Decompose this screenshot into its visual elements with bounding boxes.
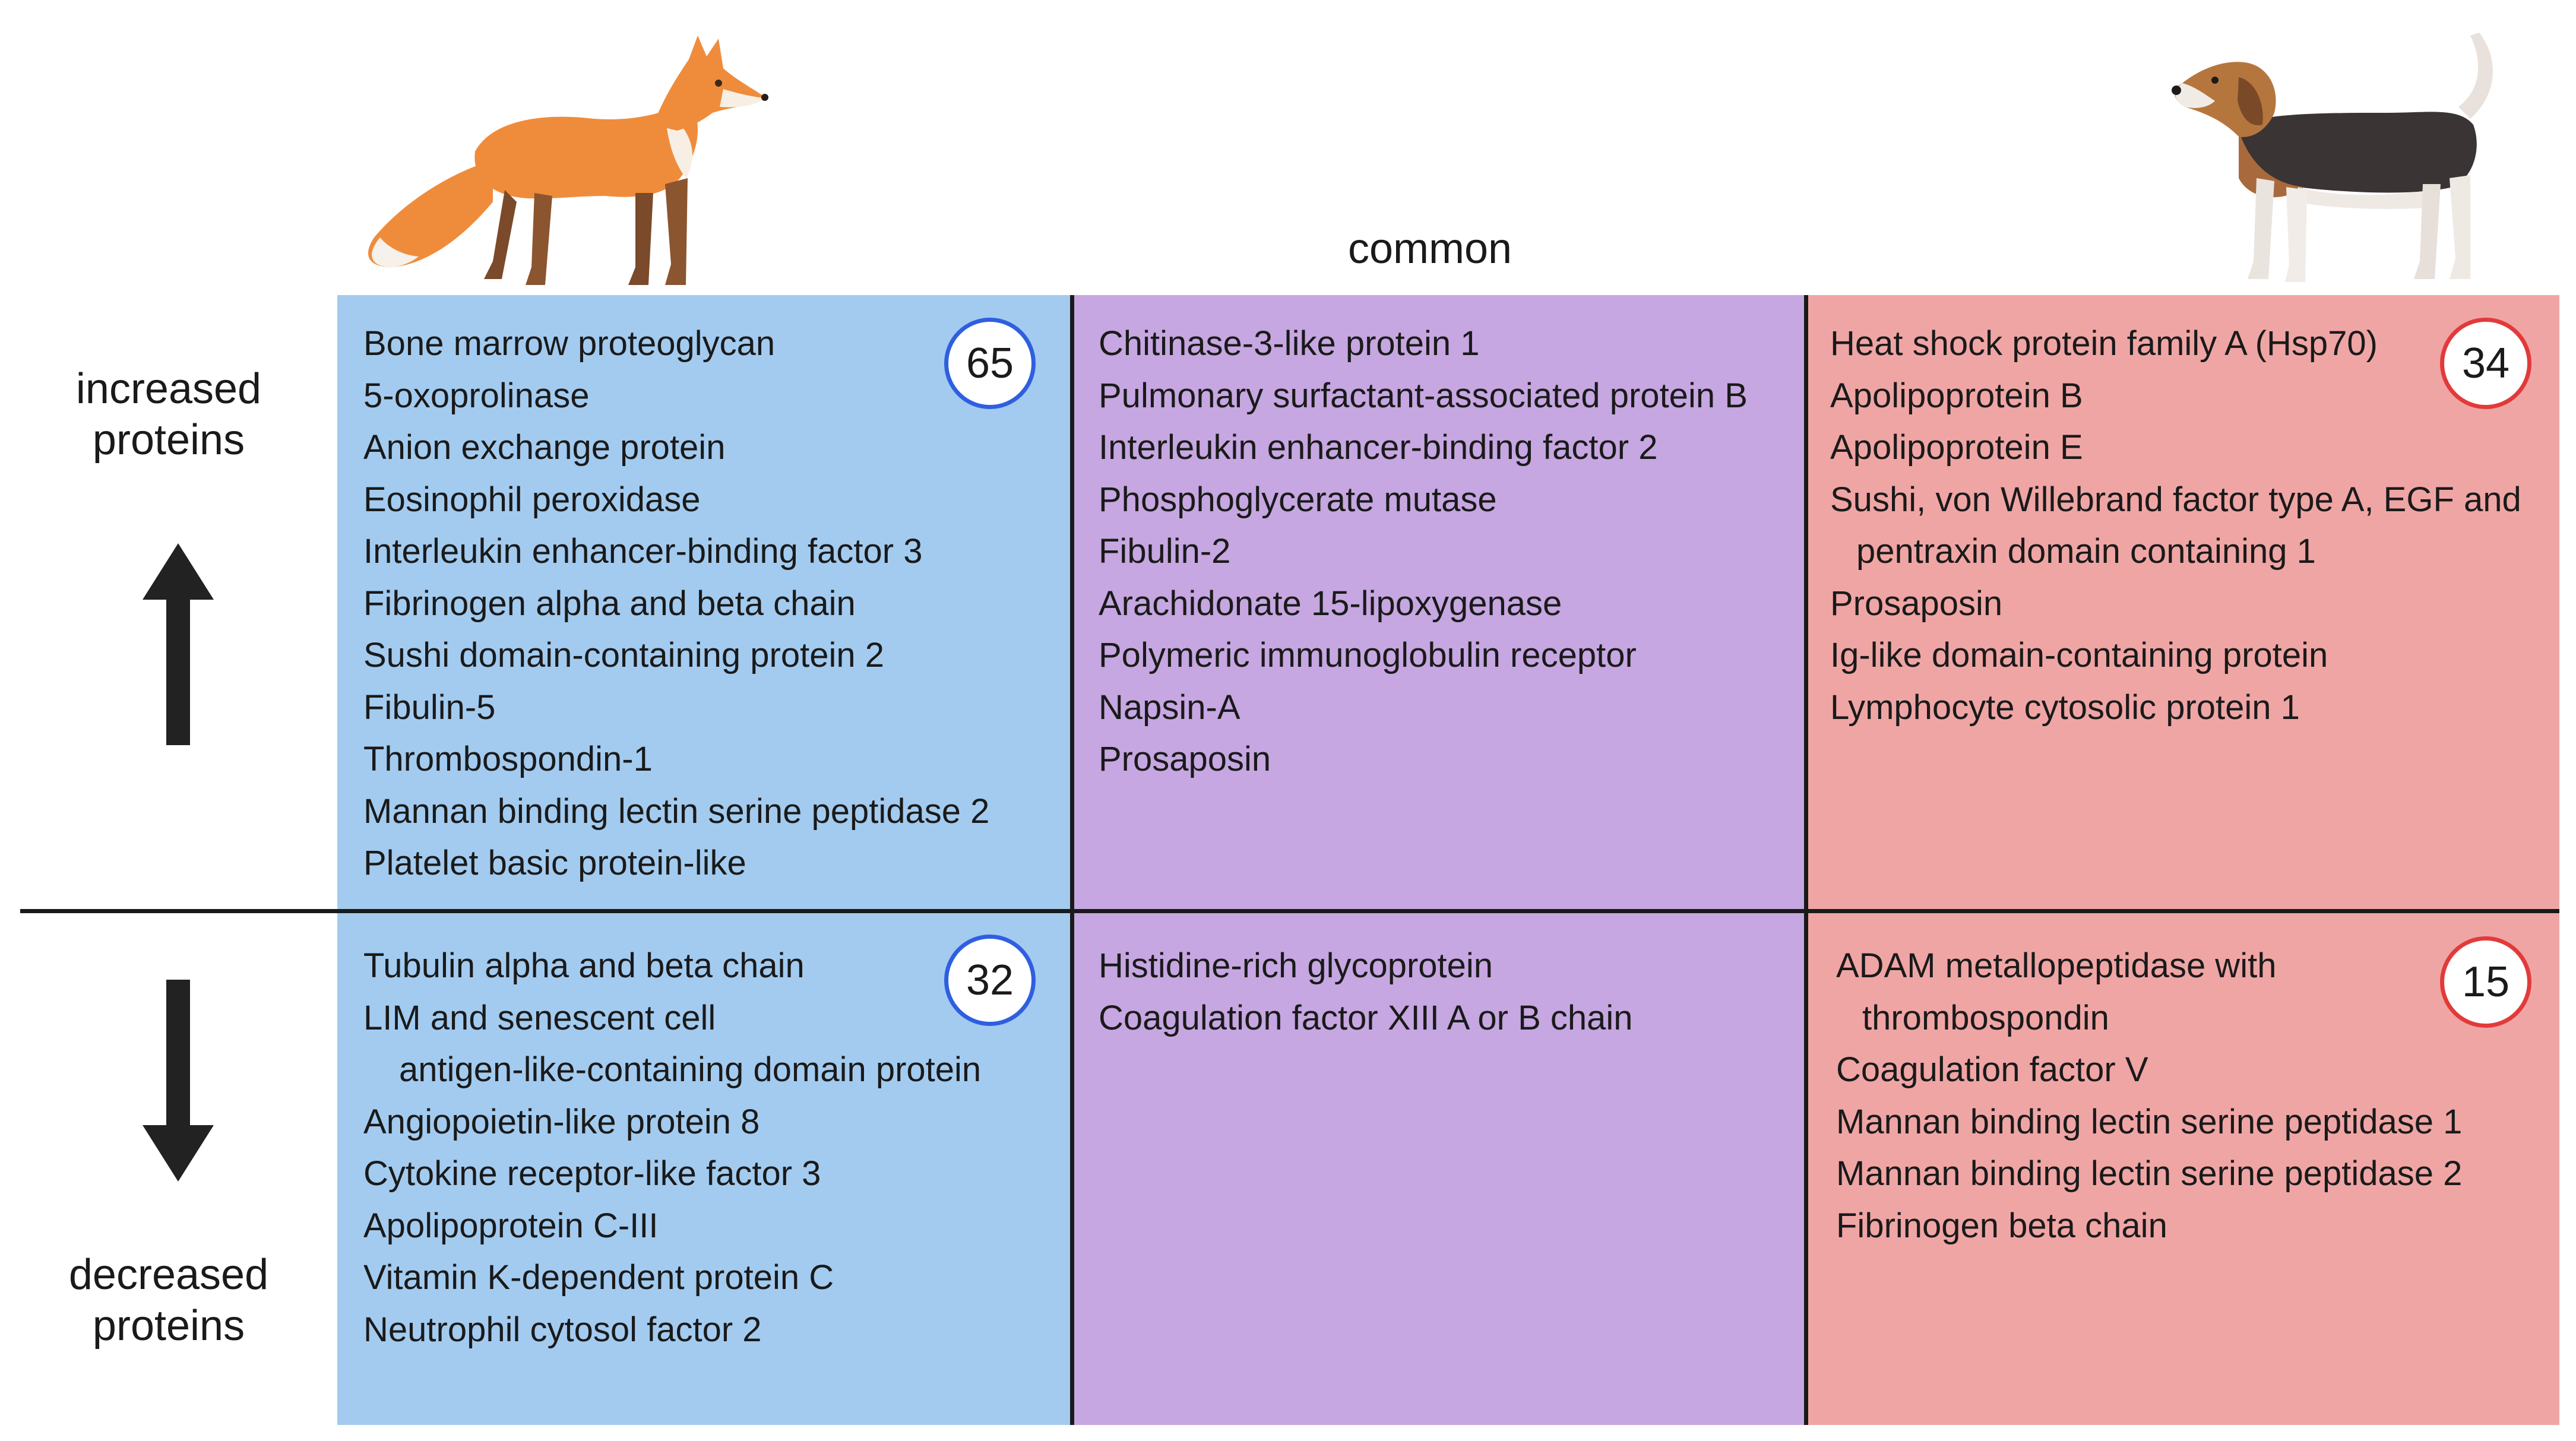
fox-icon — [368, 36, 768, 285]
increased-label-line-1: increased — [75, 365, 262, 413]
dog-decreased-panel — [1806, 914, 2559, 1425]
column-divider-right — [1804, 295, 1808, 1425]
list-item: 5-oxoprolinase — [363, 376, 590, 415]
dog-increased-count-badge: 34 — [2440, 318, 2531, 409]
list-item: Coagulation factor XIII A or B chain — [1099, 998, 1633, 1037]
decreased-label-line-1: decreased — [68, 1251, 269, 1299]
common-increased-panel — [1072, 295, 1806, 914]
list-item-continuation: thrombospondin — [1862, 998, 2109, 1037]
list-item: Lymphocyte cytosolic protein 1 — [1830, 688, 2300, 727]
list-item: Prosaposin — [1830, 584, 2003, 623]
list-item: Cytokine receptor-like factor 3 — [363, 1154, 821, 1193]
list-item: Apolipoprotein C-III — [363, 1206, 659, 1245]
list-item: Fibulin-2 — [1099, 532, 1231, 571]
list-item: Fibrinogen alpha and beta chain — [363, 584, 856, 623]
list-item: Platelet basic protein-like — [363, 844, 746, 882]
increased-proteins-label: increased proteins — [2, 363, 335, 465]
list-item: Heat shock protein family A (Hsp70) — [1830, 324, 2378, 363]
list-item: Eosinophil peroxidase — [363, 480, 701, 519]
list-item: Mannan binding lectin serine peptidase 2 — [363, 791, 990, 831]
list-item: Sushi domain-containing protein 2 — [363, 636, 884, 674]
fox-decreased-list: Tubulin alpha and beta chain LIM and sen… — [363, 940, 981, 1356]
common-increased-list: Chitinase-3-like protein 1 Pulmonary sur… — [1099, 318, 1748, 786]
list-item: Pulmonary surfactant-associated protein … — [1099, 376, 1748, 415]
list-item: Coagulation factor V — [1836, 1050, 2148, 1089]
decreased-proteins-label: decreased proteins — [2, 1249, 335, 1351]
list-item: Interleukin enhancer-binding factor 3 — [363, 532, 923, 571]
common-decreased-panel — [1072, 914, 1806, 1425]
list-item: Mannan binding lectin serine peptidase 2 — [1836, 1154, 2463, 1193]
list-item-continuation: pentraxin domain containing 1 — [1856, 532, 2316, 571]
fox-decreased-count-badge: 32 — [944, 935, 1036, 1026]
list-item: Vitamin K-dependent protein C — [363, 1258, 834, 1297]
list-item: Fibulin-5 — [363, 688, 496, 727]
list-item: Ig-like domain-containing protein — [1830, 636, 2328, 674]
dog-increased-panel — [1806, 295, 2559, 914]
list-item: Angiopoietin-like protein 8 — [363, 1102, 760, 1141]
list-item: Mannan binding lectin serine peptidase 1 — [1836, 1102, 2463, 1141]
list-item: Thrombospondin-1 — [363, 740, 653, 778]
list-item: Interleukin enhancer-binding factor 2 — [1099, 428, 1658, 467]
dog-icon — [2172, 33, 2493, 282]
list-item: Prosaposin — [1099, 740, 1271, 778]
dog-increased-list: Heat shock protein family A (Hsp70) Apol… — [1830, 318, 2521, 733]
list-item: Tubulin alpha and beta chain — [363, 946, 805, 985]
column-divider-left — [1070, 295, 1074, 1425]
list-item: Polymeric immunoglobulin receptor — [1099, 636, 1637, 674]
list-item: Apolipoprotein B — [1830, 376, 2083, 415]
list-item: Fibrinogen beta chain — [1836, 1206, 2167, 1245]
list-item: Neutrophil cytosol factor 2 — [363, 1310, 762, 1349]
dog-decreased-count-badge: 15 — [2440, 936, 2531, 1028]
dog-decreased-list: ADAM metallopeptidase with thrombospondi… — [1836, 940, 2462, 1252]
fox-increased-count-badge: 65 — [944, 318, 1036, 409]
list-item-continuation: antigen-like-containing domain protein — [399, 1050, 982, 1089]
fox-increased-panel — [337, 295, 1072, 914]
up-arrow-icon — [143, 543, 214, 745]
common-decreased-list: Histidine-rich glycoprotein Coagulation … — [1099, 940, 1633, 1044]
list-item: Arachidonate 15-lipoxygenase — [1099, 584, 1562, 623]
decreased-label-line-2: proteins — [92, 1302, 245, 1350]
row-divider — [20, 909, 2559, 913]
list-item: Histidine-rich glycoprotein — [1099, 946, 1493, 985]
list-item: Napsin-A — [1099, 688, 1240, 727]
list-item: Sushi, von Willebrand factor type A, EGF… — [1830, 480, 2521, 519]
list-item: Apolipoprotein E — [1830, 428, 2083, 467]
list-item: Phosphoglycerate mutase — [1099, 480, 1497, 519]
fox-increased-list: Bone marrow proteoglycan 5-oxoprolinase … — [363, 318, 989, 889]
list-item: ADAM metallopeptidase with — [1836, 946, 2277, 985]
list-item: Bone marrow proteoglycan — [363, 324, 776, 363]
common-column-title: common — [1348, 225, 1512, 273]
increased-label-line-2: proteins — [92, 416, 245, 464]
list-item: Anion exchange protein — [363, 428, 726, 467]
list-item: LIM and senescent cell — [363, 998, 716, 1037]
down-arrow-icon — [143, 980, 214, 1182]
list-item: Chitinase-3-like protein 1 — [1099, 324, 1480, 363]
